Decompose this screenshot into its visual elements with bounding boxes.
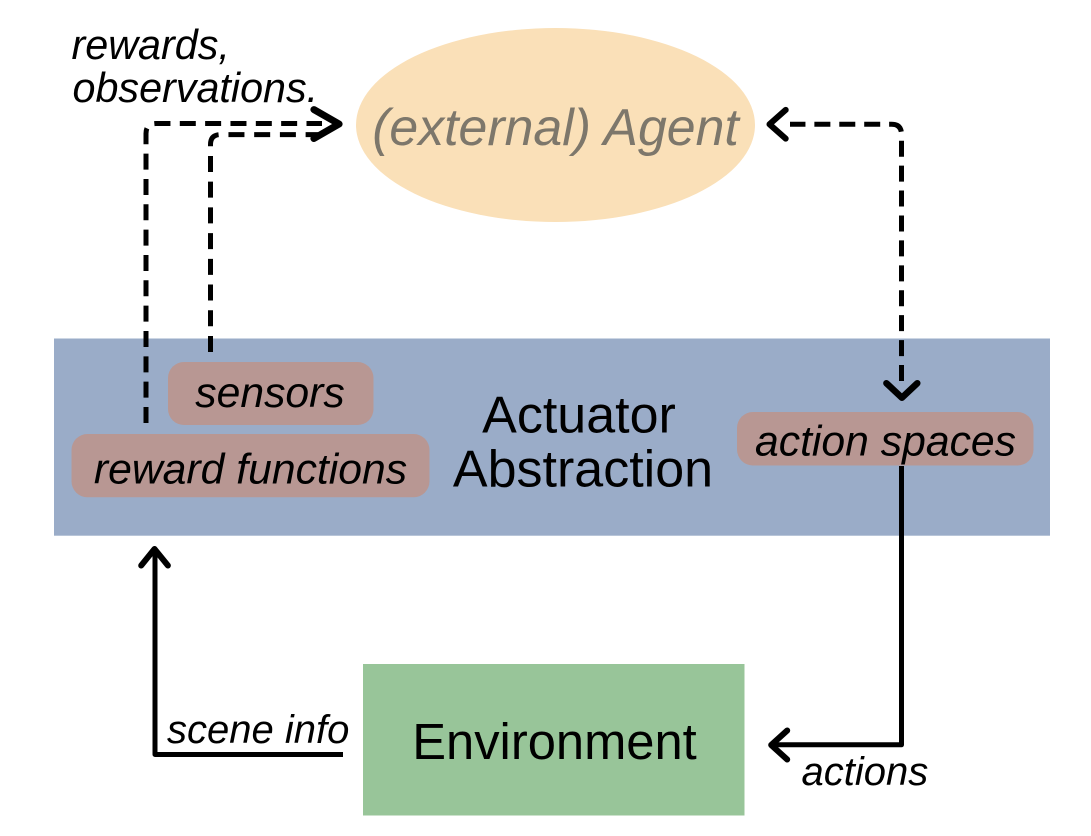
svg-text:observations.: observations. (73, 65, 319, 111)
svg-text:Actuator: Actuator (482, 387, 676, 445)
svg-text:rewards,: rewards, (72, 22, 230, 68)
svg-text:reward functions: reward functions (94, 446, 407, 494)
svg-text:Environment: Environment (412, 713, 697, 770)
svg-text:(external) Agent: (external) Agent (372, 98, 741, 156)
svg-text:sensors: sensors (195, 369, 344, 417)
svg-text:action spaces: action spaces (755, 418, 1016, 466)
svg-text:scene info: scene info (167, 708, 349, 752)
svg-text:Abstraction: Abstraction (453, 441, 713, 499)
svg-text:actions: actions (802, 750, 929, 794)
